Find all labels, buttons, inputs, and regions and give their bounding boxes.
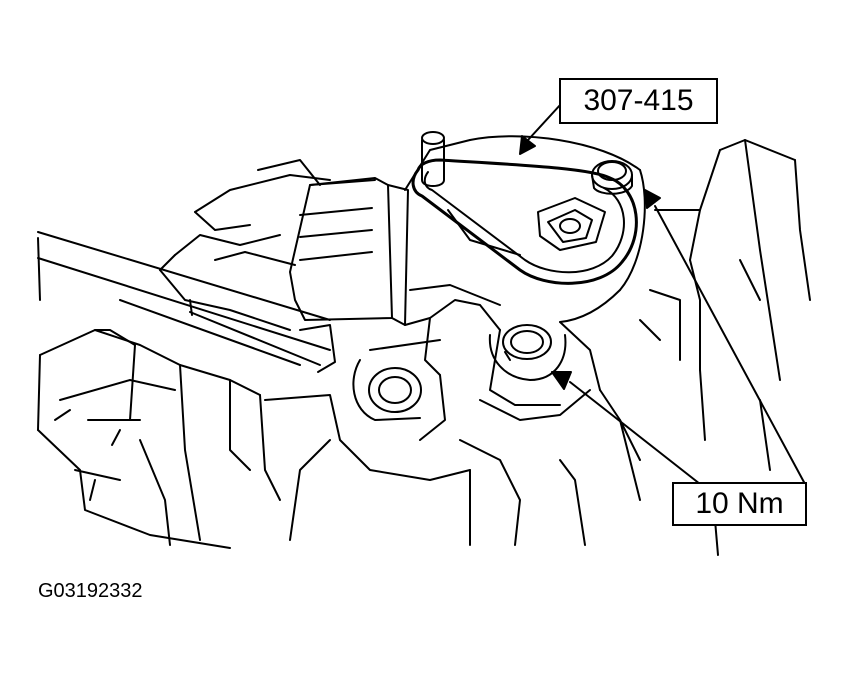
sensor-connector — [289, 177, 409, 326]
sensor-housing — [404, 135, 646, 376]
tool-number-callout: 307-415 — [559, 78, 718, 124]
tool-pin — [421, 131, 445, 187]
lower-left-housing — [37, 329, 261, 549]
upper-bolt — [591, 160, 633, 195]
main-casting — [259, 321, 641, 546]
mounting-boss — [352, 339, 446, 441]
figure-id: G03192332 — [38, 580, 143, 602]
torque-callout: 10 Nm — [672, 482, 807, 526]
mounting-bracket — [159, 159, 331, 331]
transmission-shaft — [37, 231, 336, 373]
tool-leader-arrow — [519, 103, 562, 155]
torque-leader-arrow-lower — [551, 371, 701, 485]
lower-bolt — [488, 324, 567, 381]
right-casting — [559, 139, 811, 556]
torque-leader-arrow-upper — [644, 189, 806, 485]
